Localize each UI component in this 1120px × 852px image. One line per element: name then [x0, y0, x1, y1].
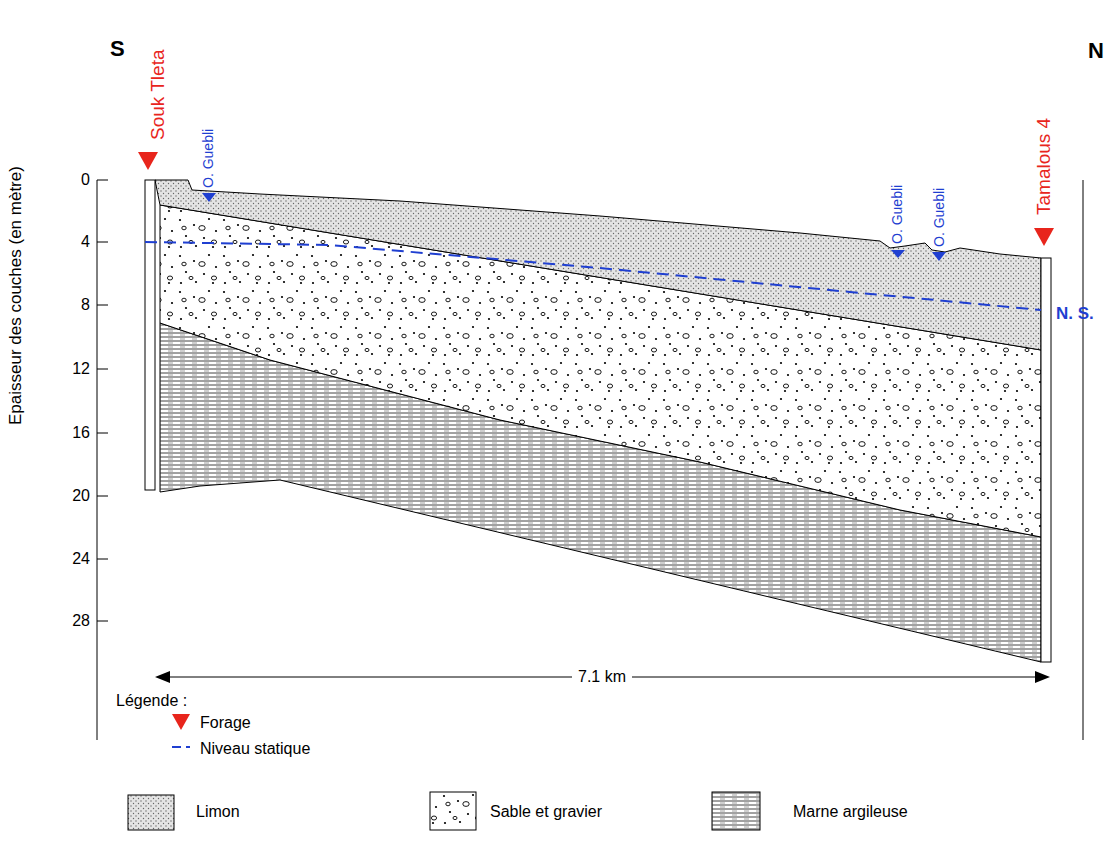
legend-title: Légende :	[116, 692, 187, 710]
static-level-label: N. S.	[1056, 304, 1094, 324]
tick-label: 12	[72, 360, 90, 378]
tick-label: 8	[81, 296, 90, 314]
legend-swatch	[128, 795, 174, 830]
legend-text: Limon	[196, 803, 240, 821]
axis-title: Epaisseur des couches (en mètre)	[6, 166, 26, 425]
river-marker	[891, 250, 905, 258]
legend-text: Niveau statique	[200, 740, 310, 758]
borehole-name: Souk Tleta	[147, 50, 169, 140]
tick-label: 28	[72, 612, 90, 630]
borehole-marker	[1034, 228, 1054, 246]
legend-swatch	[430, 792, 476, 830]
tick-label: 4	[81, 233, 90, 251]
distance-label: 7.1 km	[572, 668, 632, 686]
direction-label: S	[110, 36, 125, 61]
legend-symbol	[172, 746, 190, 748]
legend-text: Forage	[200, 714, 251, 732]
silt-layer	[155, 180, 1041, 350]
legend-symbol	[172, 714, 190, 730]
static-level	[145, 242, 1041, 310]
river-name: O. Guebli	[200, 129, 216, 188]
tick-label: 16	[72, 424, 90, 442]
borehole	[145, 180, 155, 490]
borehole-marker	[138, 152, 158, 170]
borehole-name: Tamalous 4	[1033, 118, 1055, 215]
legend-text: Sable et gravier	[490, 803, 602, 821]
legend-text: Marne argileuse	[793, 803, 908, 821]
tick-label: 20	[72, 487, 90, 505]
tick-label: 24	[72, 550, 90, 568]
tick-label: 0	[81, 171, 90, 189]
river-name: O. Guebli	[889, 185, 905, 244]
river-name: O. Guebli	[931, 188, 947, 247]
legend-swatch	[712, 792, 760, 830]
borehole	[1041, 258, 1051, 662]
river-marker	[202, 193, 216, 202]
river-marker	[932, 252, 946, 261]
direction-label: N	[1088, 38, 1104, 63]
